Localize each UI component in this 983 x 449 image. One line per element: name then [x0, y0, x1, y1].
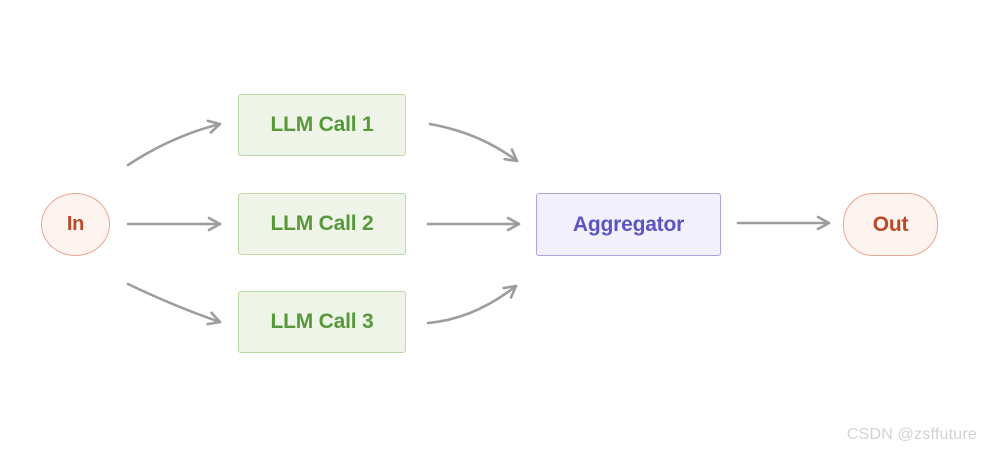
- node-in: In: [41, 193, 110, 256]
- node-llm-call-1-label: LLM Call 1: [270, 113, 374, 136]
- watermark-text: CSDN @zsffuture: [846, 426, 977, 443]
- watermark: CSDN @zsffuture: [847, 426, 977, 444]
- arrow-llm-call-1-to-aggregator: [428, 122, 519, 163]
- arrow-in-to-llm-call-3: [126, 282, 222, 326]
- node-llm-call-3-label: LLM Call 3: [270, 310, 374, 333]
- node-llm-call-2-label: LLM Call 2: [270, 212, 374, 235]
- node-out: Out: [843, 193, 938, 256]
- node-aggregator-label: Aggregator: [572, 212, 685, 236]
- node-llm-call-3: LLM Call 3: [238, 291, 406, 353]
- node-llm-call-1: LLM Call 1: [238, 94, 406, 156]
- node-out-label: Out: [872, 212, 909, 236]
- arrow-in-to-llm-call-1: [126, 119, 222, 167]
- node-aggregator: Aggregator: [536, 193, 721, 256]
- node-llm-call-2: LLM Call 2: [238, 193, 406, 255]
- arrow-llm-call-3-to-aggregator: [426, 284, 518, 325]
- node-in-label: In: [66, 213, 85, 235]
